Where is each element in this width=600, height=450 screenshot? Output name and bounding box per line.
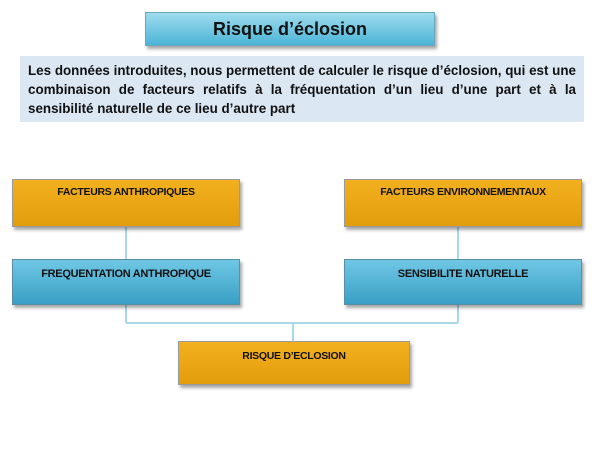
page-title: Risque d’éclosion xyxy=(145,12,435,46)
node-anthropic-factors: FACTEURS ANTHROPIQUES xyxy=(12,179,240,227)
node-environmental-factors: FACTEURS ENVIRONNEMENTAUX xyxy=(344,179,582,227)
node-anthropic-frequentation: FREQUENTATION ANTHROPIQUE xyxy=(12,259,240,305)
description-text: Les données introduites, nous permettent… xyxy=(20,56,584,122)
node-hatching-risk: RISQUE D’ECLOSION xyxy=(178,341,410,385)
node-natural-sensitivity: SENSIBILITE NATURELLE xyxy=(344,259,582,305)
